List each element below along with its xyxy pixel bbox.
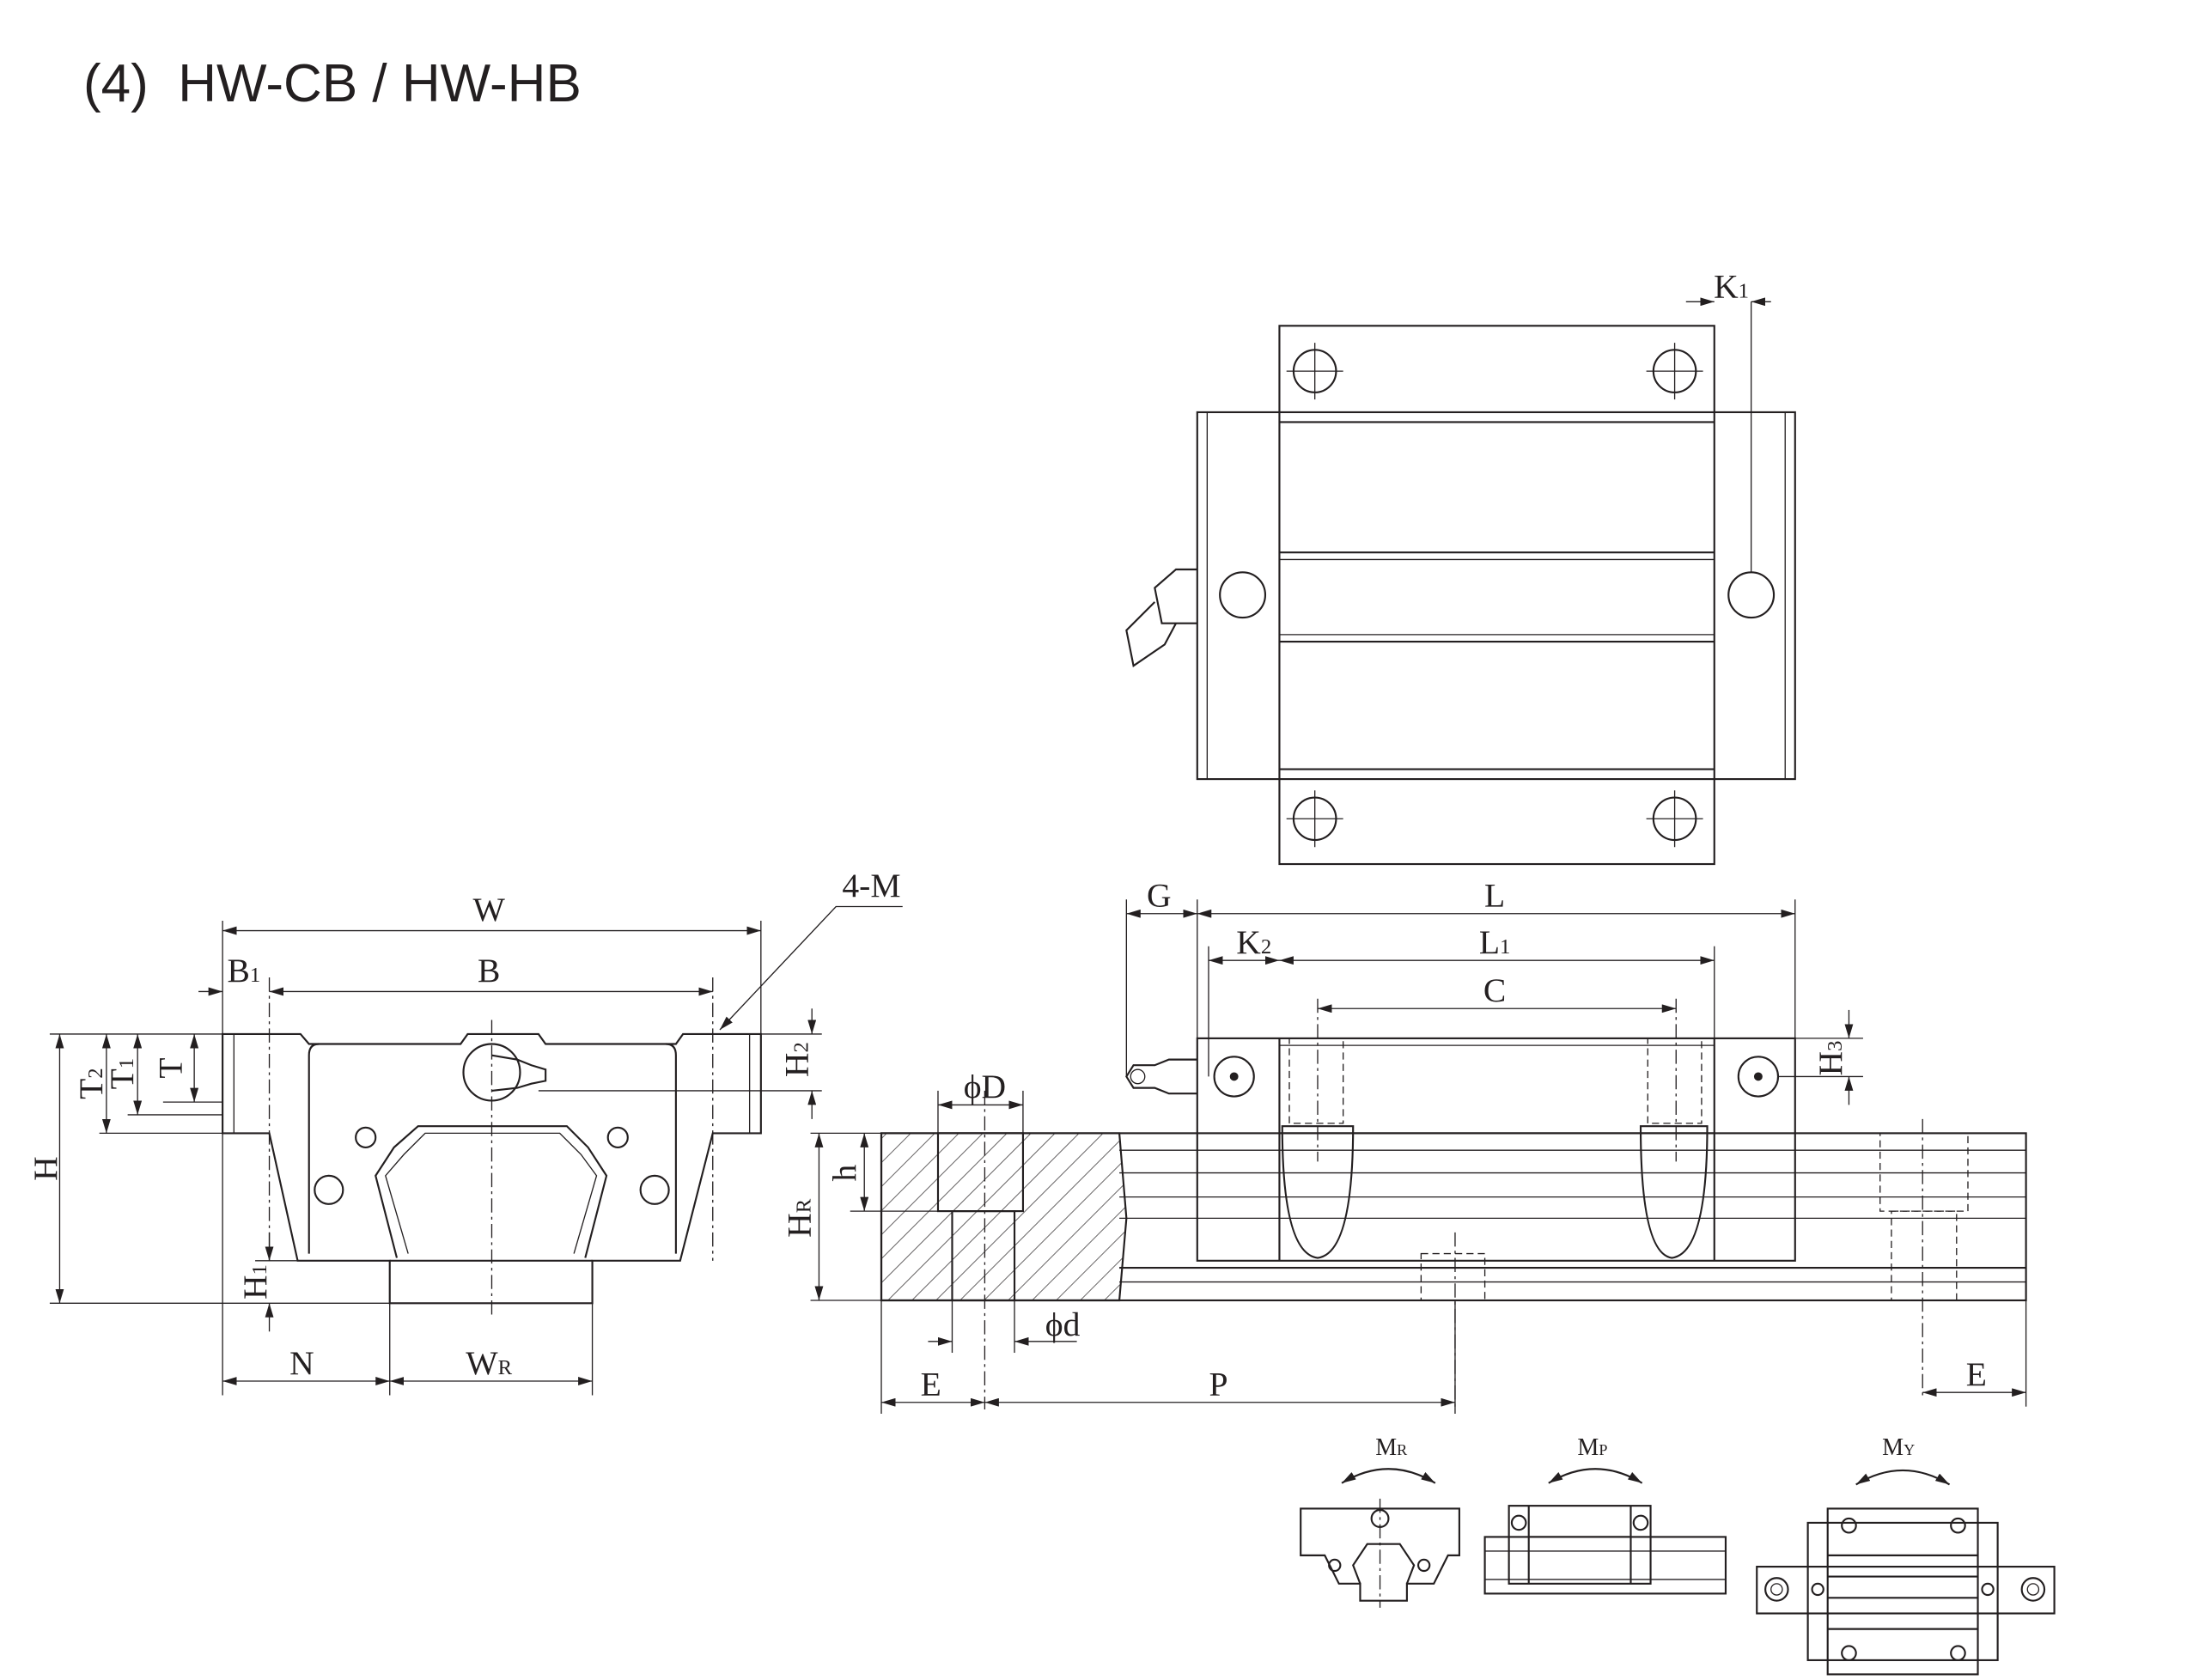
dim-phi-D: ϕD [964,1068,1006,1105]
grease-nipple-icon [1125,1058,1197,1095]
rotation-arrow-icon [1341,1468,1436,1484]
dim-L: L [1484,877,1505,915]
dim-WR: WR [466,1344,512,1382]
dim-B1: B1 [227,952,260,989]
mini-side-view [1483,1505,1727,1595]
front-view: W B B1 4-M H T2 T1 T H2 H1 N WR [27,867,903,1396]
moment-MP-label: MP [1577,1434,1607,1461]
dim-L1: L1 [1479,923,1511,961]
dim-T: T [151,1057,189,1078]
grease-nipple-icon [462,1043,547,1102]
dim-H2: H2 [777,1042,815,1077]
page-title: (4) HW-CB / HW-HB [83,54,582,113]
dim-H3: H3 [1812,1041,1849,1076]
dim-HR: HR [781,1198,819,1238]
dim-T2: T2 [72,1068,110,1099]
dim-N: N [289,1344,314,1382]
bolt-hole-icon [1645,789,1704,849]
moment-MR-label: MR [1375,1434,1408,1461]
moment-diagrams: MR MP MY [1300,1434,2056,1676]
dim-4-M: 4-M [842,867,900,904]
dim-K2: K2 [1236,923,1271,961]
mini-top-view [1756,1507,2056,1676]
dim-T1: T1 [103,1058,141,1090]
rotation-arrow-icon [1855,1469,1951,1486]
bolt-hole-icon [1285,342,1344,401]
dim-phi-d: ϕd [1045,1306,1081,1343]
dim-E-left: E [921,1366,941,1403]
moment-MY-label: MY [1882,1434,1915,1461]
bolt-hole-icon [1285,789,1344,849]
dim-W: W [472,891,505,928]
grease-nipple-icon [1125,568,1197,667]
bolt-hole-icon [1645,342,1704,401]
dim-G: G [1147,877,1172,915]
dim-H1: H1 [236,1264,274,1300]
side-view: G L K2 L1 C ϕD ϕd E P E h HR H3 [781,877,2027,1414]
rotation-arrow-icon [1548,1468,1643,1484]
dim-E-right: E [1966,1355,1987,1393]
top-view: K1 [1125,267,1796,866]
mini-front-view [1300,1498,1460,1608]
dim-H: H [27,1156,64,1181]
dim-P: P [1209,1366,1228,1403]
dim-K1: K1 [1714,267,1749,305]
dim-B: B [478,952,500,989]
dim-C: C [1483,971,1506,1009]
dim-h: h [825,1164,863,1181]
